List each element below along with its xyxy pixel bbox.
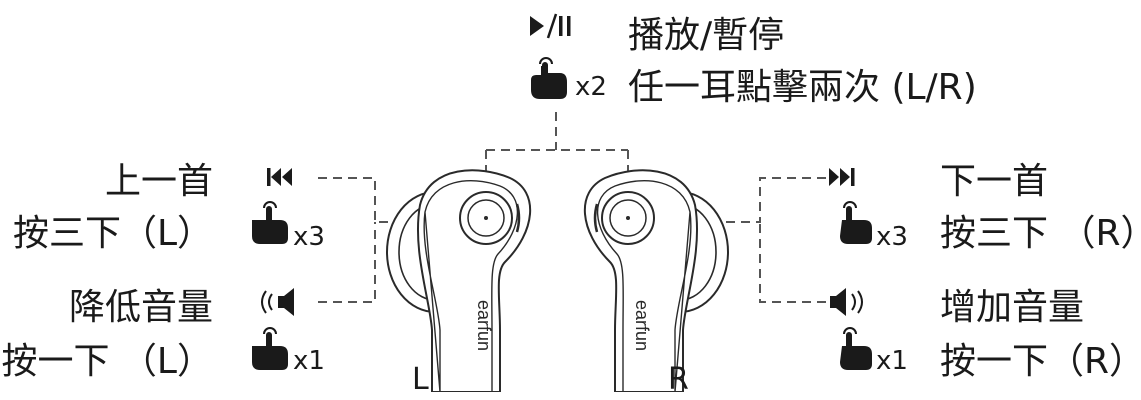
- single-tap-hand-icon-right: [840, 327, 872, 370]
- volume-down-multiplier: x1: [293, 346, 325, 376]
- triple-tap-hand-icon-left: [252, 201, 288, 244]
- left-brand: earfun: [474, 300, 494, 351]
- volume-up-icon: [830, 288, 863, 316]
- double-tap-hand-icon: [531, 57, 567, 99]
- prev-track-multiplier: x3: [293, 222, 325, 252]
- connector-next-track: [705, 177, 826, 223]
- volume-down-desc: 按一下 （L）: [1, 341, 213, 382]
- right-brand: earfun: [632, 300, 652, 351]
- play-pause-desc: 任一耳點擊兩次 (L/R): [628, 67, 977, 108]
- right-earbud-label: R: [668, 362, 689, 397]
- volume-down-icon: [261, 288, 294, 316]
- next-track-icon: [829, 168, 855, 186]
- volume-up-title: 增加音量: [940, 287, 1085, 328]
- play-pause-multiplier: x2: [575, 72, 607, 102]
- play-pause-title: 播放/暫停: [628, 15, 785, 56]
- next-track-desc: 按三下 （R）: [940, 213, 1141, 254]
- connector-top: [485, 112, 629, 200]
- connector-volume-down: [318, 222, 376, 303]
- prev-track-title: 上一首: [104, 161, 213, 202]
- prev-track-desc: 按三下（L）: [12, 213, 213, 254]
- volume-down-title: 降低音量: [68, 287, 213, 328]
- left-earbud: [386, 169, 532, 392]
- next-track-title: 下一首: [940, 161, 1049, 202]
- next-track-multiplier: x3: [876, 222, 908, 252]
- connector-volume-up: [759, 222, 826, 303]
- triple-tap-hand-icon-right: [840, 201, 872, 244]
- volume-up-multiplier: x1: [876, 346, 908, 376]
- right-earbud: [583, 169, 729, 392]
- single-tap-hand-icon-left: [252, 327, 288, 370]
- play-pause-icon: [530, 13, 571, 39]
- volume-up-desc: 按一下（R）: [940, 341, 1141, 382]
- left-earbud-label: L: [412, 362, 429, 397]
- previous-track-icon: [267, 168, 292, 186]
